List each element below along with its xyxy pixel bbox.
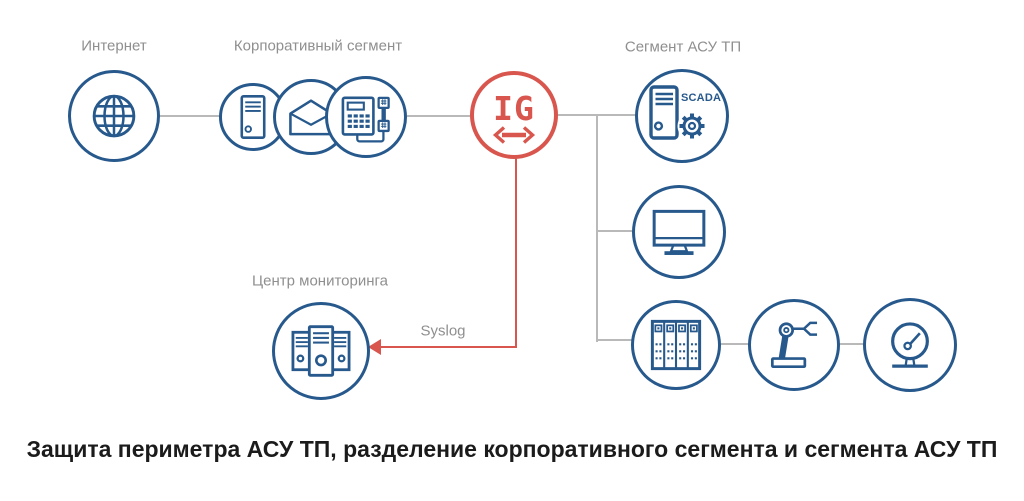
monitor-icon — [649, 206, 709, 258]
node-internet — [68, 70, 160, 162]
gauge-icon — [880, 317, 940, 373]
label-syslog: Syslog — [420, 322, 466, 340]
edge-trunk-rack — [597, 339, 633, 341]
node-corporate-fax — [325, 76, 407, 158]
edge-internet-corporate — [160, 115, 220, 117]
server-group-icon — [289, 322, 353, 380]
gateway-label: IG — [493, 88, 535, 128]
edge-trunk-workstation — [597, 230, 634, 232]
edge-corporate-gateway — [407, 115, 471, 117]
node-workstation — [632, 185, 726, 279]
edge-rack-robot — [720, 343, 749, 345]
server-rack-icon — [648, 317, 704, 373]
node-server-rack — [631, 300, 721, 390]
syslog-arrowhead-icon — [368, 339, 381, 355]
scada-server-gear-icon — [648, 85, 710, 145]
double-arrow-icon — [491, 125, 537, 145]
label-ics-segment: Сегмент АСУ ТП — [624, 38, 742, 56]
robot-arm-icon — [765, 317, 823, 373]
server-tower-icon — [234, 92, 272, 142]
label-internet: Интернет — [81, 37, 147, 55]
label-corporate-segment: Корпоративный сегмент — [233, 37, 403, 55]
label-monitoring-center: Центр мониторинга — [252, 272, 388, 290]
scada-badge: SCADA — [681, 92, 722, 104]
node-monitoring-center — [272, 302, 370, 400]
node-gateway-ig: IG — [470, 71, 558, 159]
node-robot-arm — [748, 299, 840, 391]
fax-phone-icon — [339, 90, 393, 144]
syslog-edge-vertical — [515, 157, 517, 348]
syslog-edge-horizontal — [380, 346, 516, 348]
edge-robot-gauge — [839, 343, 864, 345]
diagram-caption: Защита периметра АСУ ТП, разделение корп… — [26, 436, 998, 462]
node-scada-server: SCADA — [635, 69, 729, 163]
edge-ics-trunk — [596, 114, 598, 342]
globe-icon — [83, 85, 145, 147]
node-gauge — [863, 298, 957, 392]
